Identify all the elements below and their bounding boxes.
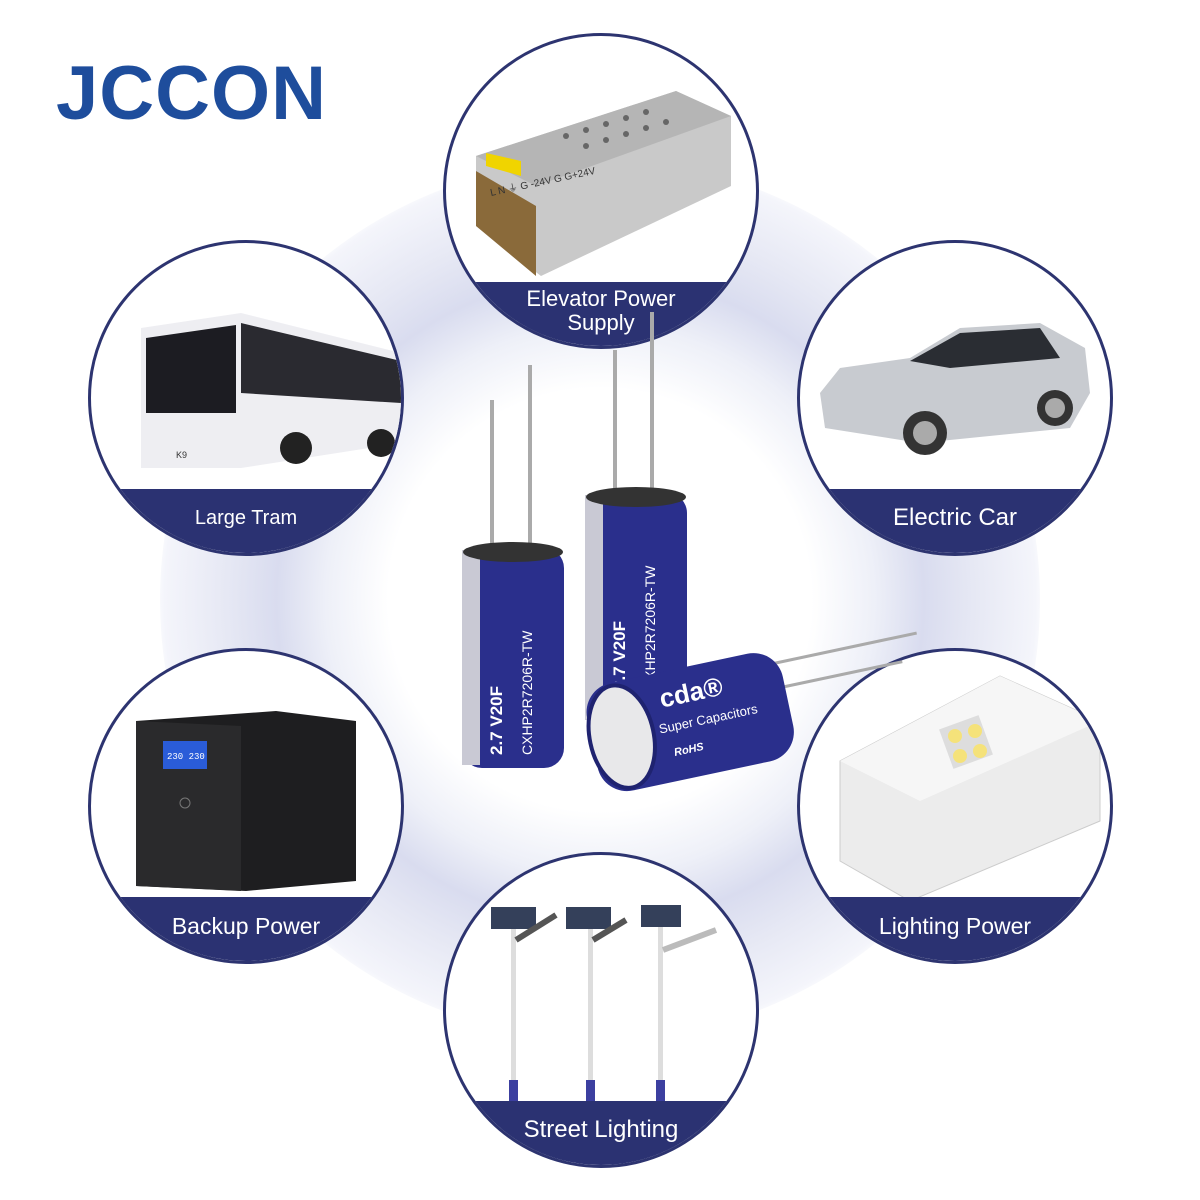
label-band: Lighting Power — [800, 897, 1110, 961]
label-band: Elevator Power Supply — [446, 282, 756, 346]
power-supply-icon: L N ⏚ G -24V G G+24V — [476, 91, 731, 276]
capacitor-part-number: CXHP2R7206R-TW — [519, 630, 535, 755]
application-label: Elevator Power — [526, 286, 676, 311]
label-band: Backup Power — [91, 897, 401, 961]
application-elevator-power-supply: L N ⏚ G -24V G G+24V Elevator Power Supp… — [443, 33, 759, 349]
ups-display: 230 230 — [167, 752, 205, 762]
application-label: Electric Car — [892, 504, 1018, 531]
application-label: Lighting Power — [878, 913, 1032, 939]
capacitor-right: 2.7 V20F CXHP2R7206R-TW — [585, 312, 687, 723]
car-icon — [820, 323, 1090, 455]
street-lamp-icon — [491, 905, 718, 1105]
application-lighting-power: Lighting Power — [797, 648, 1113, 964]
capacitor-left: 2.7 V20F CXHP2R7206R-TW — [462, 365, 564, 768]
brand-logo: JCCON — [56, 51, 328, 136]
capacitor-rating: 2.7 V20F — [610, 621, 629, 690]
ups-icon: 230 230 — [136, 711, 356, 891]
led-driver-icon — [839, 675, 1101, 902]
application-electric-car: Electric Car — [797, 240, 1113, 556]
label-band: Electric Car — [800, 489, 1110, 553]
application-label: Supply — [567, 310, 635, 335]
application-label: Large Tram — [194, 507, 298, 529]
application-street-lighting: Street Lighting — [443, 852, 759, 1168]
bus-model: K9 — [176, 450, 187, 460]
label-band: Street Lighting — [446, 1101, 756, 1165]
bus-icon: K9 — [141, 313, 401, 468]
capacitor-lying: cda® Super Capacitors RoHS — [586, 631, 917, 792]
supercapacitor-product-image: 2.7 V20F CXHP2R7206R-TW 2.7 V20F CXHP2R7… — [462, 312, 917, 792]
capacitor-part-number: CXHP2R7206R-TW — [642, 565, 658, 690]
application-label: Street Lighting — [523, 1116, 679, 1143]
application-backup-power: 230 230 Backup Power — [88, 648, 404, 964]
application-label: Backup Power — [171, 913, 321, 939]
capacitor-rating: 2.7 V20F — [487, 686, 506, 755]
label-band: Large Tram — [91, 489, 401, 553]
application-large-tram: K9 Large Tram — [88, 240, 404, 556]
